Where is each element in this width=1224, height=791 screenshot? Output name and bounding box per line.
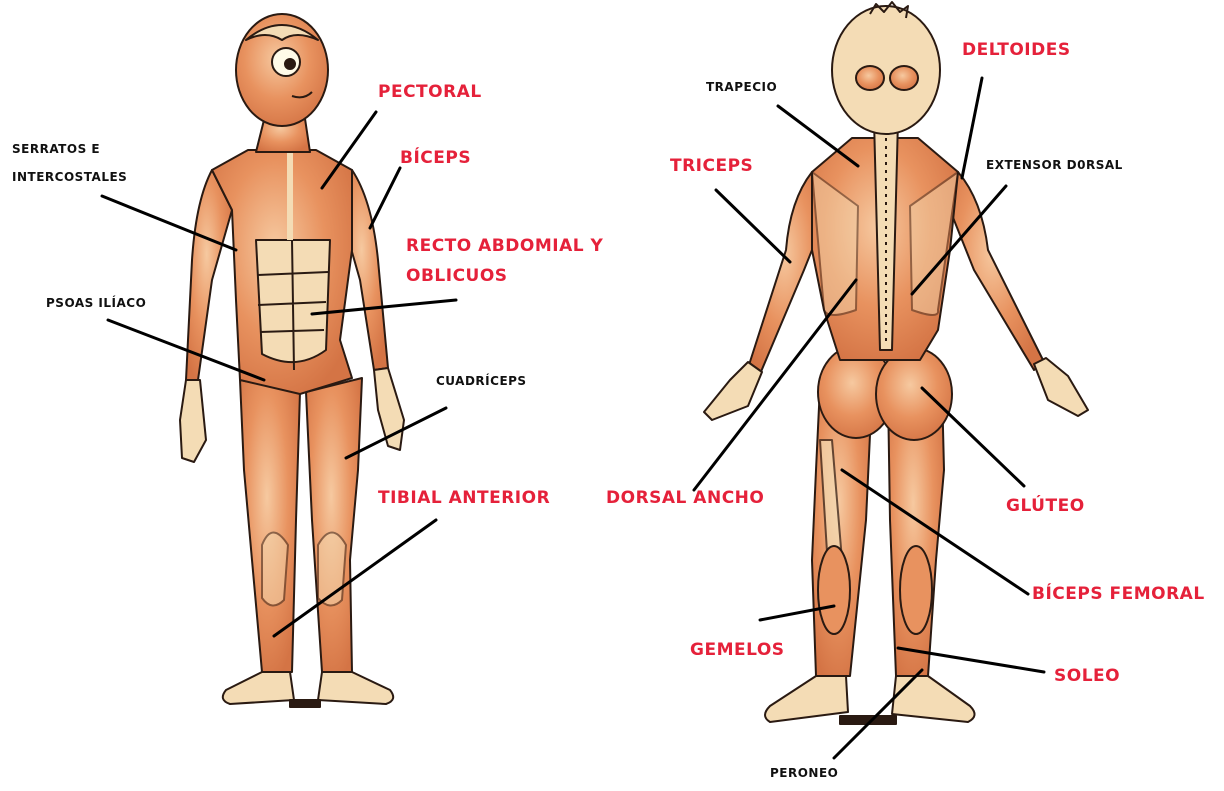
deltoides-leader [962,78,982,178]
label-extensor: EXTENSOR D0RSAL [986,158,1123,172]
front-left-leg [240,380,300,672]
back-head [832,6,940,134]
front-left-arm [186,170,232,380]
front-left-hand [180,380,206,462]
back-right-foot [892,676,975,722]
tibial-leader [274,520,436,636]
back-right-hand [1034,358,1088,416]
label-pectoral: PECTORAL [378,82,482,102]
back-right-glute [876,348,952,440]
label-dorsal-ancho: DORSAL ANCHO [606,488,764,508]
back-muscle-figure [704,2,1088,724]
trapecio-leader [778,106,858,166]
label-psoas: PSOAS ILÍACO [46,296,146,310]
back-left-foot [765,676,848,722]
label-trapecio: TRAPECIO [706,80,777,94]
label-soleo: SOLEO [1054,666,1120,686]
front-right-foot [318,672,393,704]
label-cuadriceps: CUADRÍCEPS [436,374,527,388]
label-gemelos: GEMELOS [690,640,785,660]
label-triceps: TRICEPS [670,156,753,176]
back-right-arm [950,172,1044,370]
label-serratos: SERRATOS E [12,142,100,156]
front-right-leg [306,378,362,672]
label-intercostales: INTERCOSTALES [12,170,127,184]
label-biceps: BÍCEPS [400,148,471,168]
label-peroneo: PERONEO [770,766,838,780]
label-recto-line2: OBLICUOS [406,266,508,286]
front-left-foot [223,672,294,704]
label-gluteo: GLÚTEO [1006,496,1085,516]
triceps-leader [716,190,790,262]
label-recto-line1: RECTO ABDOMIAL Y [406,236,603,256]
label-tibial: TIBIAL ANTERIOR [378,488,550,508]
biceps-leader [370,168,400,228]
label-biceps-femoral: BÍCEPS FEMORAL [1032,584,1205,604]
label-deltoides: DELTOIDES [962,40,1071,60]
